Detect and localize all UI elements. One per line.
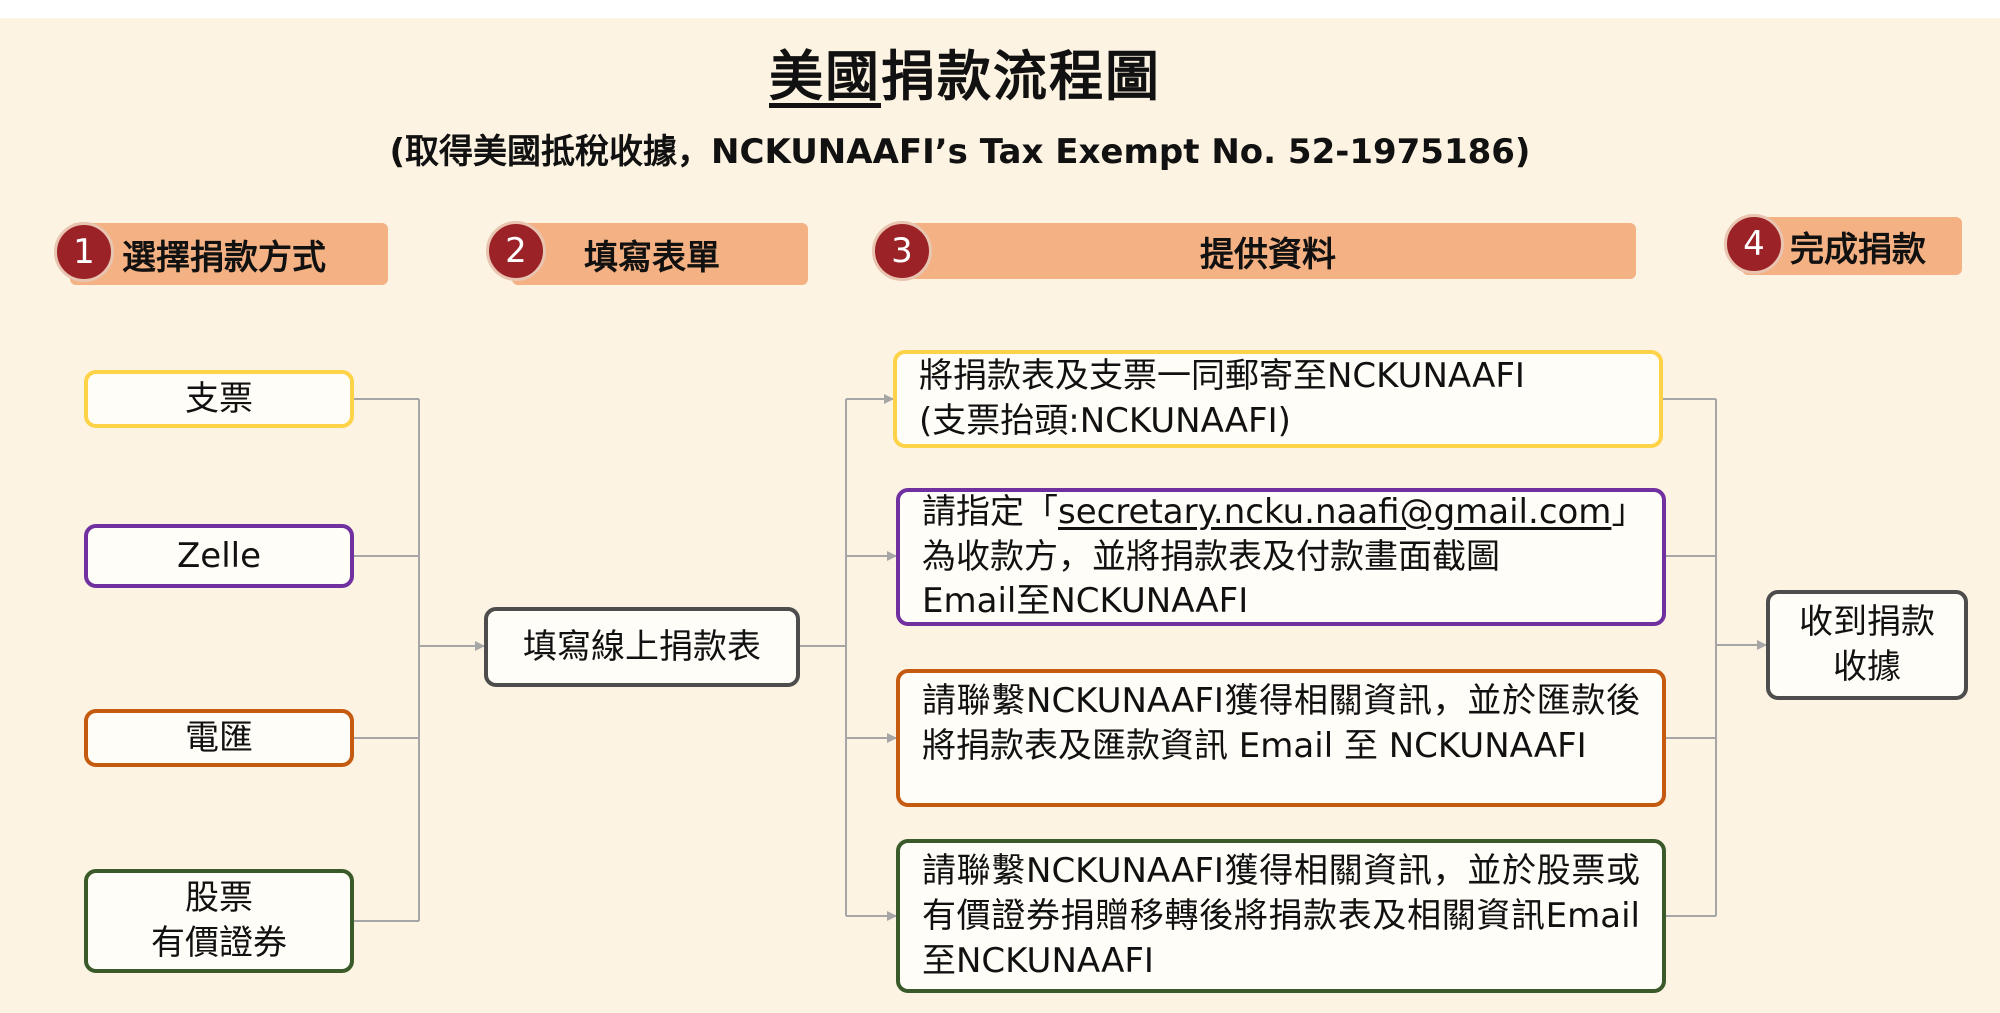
online-form-label: 填寫線上捐款表 bbox=[523, 626, 761, 667]
method-check-box: 支票 bbox=[84, 370, 354, 428]
detail-check-line2: (支票抬頭:NCKUNAAFI) bbox=[919, 401, 1291, 441]
detail-wire-text: 請聯繫NCKUNAAFI獲得相關資訊，並於匯款後將捐款表及匯款資訊 Email … bbox=[922, 681, 1640, 766]
page-title: 美國捐款流程圖 bbox=[0, 32, 1930, 111]
step-4-number-badge: 4 bbox=[1724, 214, 1784, 274]
page-subtitle: (取得美國抵稅收據，NCKUNAAFI’s Tax Exempt No. 52-… bbox=[389, 132, 1531, 172]
detail-zelle-line2: 為收款方，並將捐款表及付款畫面截圖 bbox=[922, 536, 1500, 577]
zelle-email-address: secretary.ncku.naafi@gmail.com bbox=[1058, 491, 1612, 532]
detail-check-line1: 將捐款表及支票一同郵寄至NCKUNAAFI bbox=[919, 356, 1525, 397]
method-wire-box: 電匯 bbox=[84, 709, 354, 767]
detail-check-box: 將捐款表及支票一同郵寄至NCKUNAAFI (支票抬頭:NCKUNAAFI) bbox=[893, 350, 1663, 448]
detail-wire-box: 請聯繫NCKUNAAFI獲得相關資訊，並於匯款後將捐款表及匯款資訊 Email … bbox=[896, 669, 1666, 807]
step-2-number-badge: 2 bbox=[486, 221, 546, 281]
method-zelle-box: Zelle bbox=[84, 524, 354, 588]
detail-stock-box: 請聯繫NCKUNAAFI獲得相關資訊，並於股票或有價證券捐贈移轉後將捐款表及相關… bbox=[896, 839, 1666, 993]
method-stock-box: 股票 有價證券 bbox=[84, 869, 354, 973]
method-check-label: 支票 bbox=[185, 378, 253, 419]
method-stock-label-line2: 有價證券 bbox=[151, 923, 287, 963]
method-zelle-label: Zelle bbox=[176, 535, 262, 576]
page-title-rest: 捐款流程圖 bbox=[881, 45, 1161, 108]
detail-zelle-line3: Email至NCKUNAAFI bbox=[922, 581, 1249, 622]
detail-zelle-box: 請指定「secretary.ncku.naafi@gmail.com」 為收款方… bbox=[896, 488, 1666, 626]
step-1-label: 選擇捐款方式 bbox=[122, 237, 326, 278]
method-stock-label-line1: 股票 bbox=[185, 878, 253, 919]
result-receipt-box: 收到捐款 收據 bbox=[1766, 590, 1968, 700]
step-3-label: 提供資料 bbox=[1200, 234, 1336, 275]
step-2-bar: 填寫表單 bbox=[512, 223, 808, 285]
step-1-number-badge: 1 bbox=[54, 222, 114, 282]
detail-zelle-line1: 請指定「secretary.ncku.naafi@gmail.com」 bbox=[922, 491, 1646, 532]
step-3-bar: 提供資料 bbox=[900, 223, 1636, 279]
detail-stock-text: 請聯繫NCKUNAAFI獲得相關資訊，並於股票或有價證券捐贈移轉後將捐款表及相關… bbox=[922, 851, 1640, 981]
result-receipt-line1: 收到捐款 bbox=[1799, 602, 1935, 643]
step-3-number-badge: 3 bbox=[872, 221, 932, 281]
step-1-bar: 選擇捐款方式 bbox=[70, 223, 388, 285]
online-form-box: 填寫線上捐款表 bbox=[484, 607, 800, 687]
step-4-label: 完成捐款 bbox=[1790, 229, 1926, 270]
result-receipt-line2: 收據 bbox=[1833, 647, 1901, 687]
page-title-underlined: 美國 bbox=[769, 45, 881, 108]
step-2-label: 填寫表單 bbox=[584, 237, 720, 278]
method-wire-label: 電匯 bbox=[185, 717, 253, 758]
